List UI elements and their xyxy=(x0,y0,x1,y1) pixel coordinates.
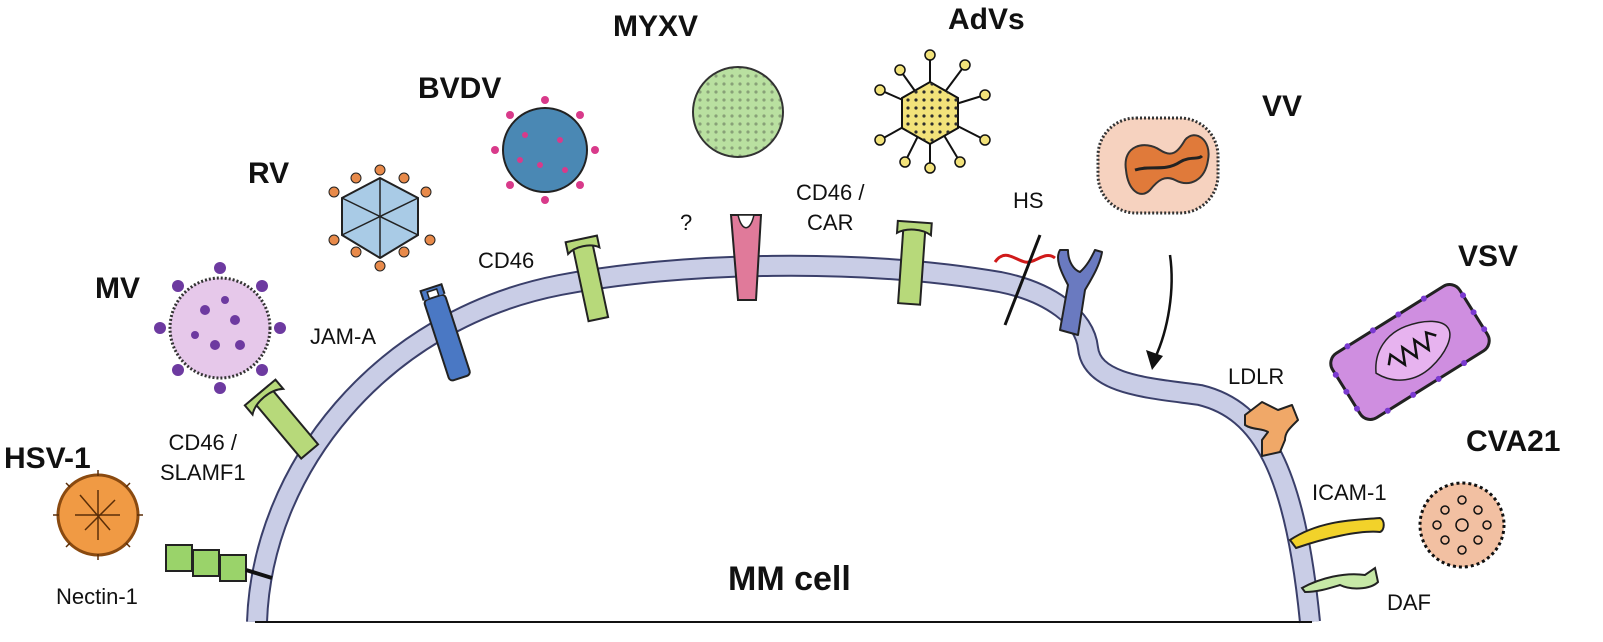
icam-1-receptor xyxy=(1288,516,1385,550)
cell-membrane xyxy=(246,254,1321,624)
cd46-receptor xyxy=(564,234,610,323)
virus-label-rv: RV xyxy=(248,157,290,190)
rv-virus-icon xyxy=(328,164,436,272)
virus-label-myxv: MYXV xyxy=(613,10,699,43)
advs-virus-icon xyxy=(874,49,991,174)
virus-label-mv: MV xyxy=(95,272,140,305)
receptor-label-cd46-slamf1-line2: SLAMF1 xyxy=(160,460,246,485)
vv-virus-icon xyxy=(1096,116,1220,215)
receptor-label-icam-1: ICAM-1 xyxy=(1312,480,1387,505)
receptor-label-cd46-car-line1: CD46 / xyxy=(796,180,865,205)
receptor-label-cd46-slamf1: CD46 / SLAMF1 xyxy=(160,428,246,488)
virus-label-vsv: VSV xyxy=(1458,240,1519,273)
virus-label-hsv-1: HSV-1 xyxy=(4,442,91,475)
mv-virus-icon xyxy=(154,262,286,394)
receptor-label-ldlr: LDLR xyxy=(1228,364,1285,389)
endocytosis-arrow xyxy=(1146,254,1173,370)
receptor-label-hs: HS xyxy=(1013,188,1044,213)
bvdv-virus-icon xyxy=(491,96,599,204)
virus-label-advs: AdVs xyxy=(948,3,1025,36)
receptor-label-cd46-slamf1-line1: CD46 / xyxy=(168,430,238,455)
jam-a-receptor xyxy=(419,283,471,382)
hs-receptor xyxy=(993,234,1103,336)
receptor-label-cd46-car: CD46 / CAR xyxy=(796,178,864,238)
virus-label-bvdv: BVDV xyxy=(418,72,502,105)
receptor-label-cd46: CD46 xyxy=(478,248,535,273)
receptor-label-unknown: ? xyxy=(680,210,693,235)
receptor-label-daf: DAF xyxy=(1387,590,1431,615)
myxv-virus-icon xyxy=(692,66,784,158)
cell-label: MM cell xyxy=(728,560,851,598)
daf-receptor xyxy=(1300,566,1380,594)
receptor-label-nectin-1: Nectin-1 xyxy=(56,584,138,609)
hsv-1-virus-icon xyxy=(53,470,143,560)
virus-label-cva21: CVA21 xyxy=(1466,425,1561,458)
cd46-car-receptor xyxy=(895,219,933,306)
ldlr-receptor xyxy=(1244,401,1299,457)
receptor-label-jam-a: JAM-A xyxy=(310,324,376,349)
cva21-virus-icon xyxy=(1418,481,1506,569)
nectin-1-receptor xyxy=(165,544,273,582)
receptor-label-cd46-car-line2: CAR xyxy=(807,210,854,235)
unknown-receptor xyxy=(729,214,763,301)
cd46-slamf1-receptor xyxy=(243,378,320,460)
vsv-virus-icon xyxy=(1329,283,1491,421)
virus-label-vv: VV xyxy=(1262,90,1303,123)
